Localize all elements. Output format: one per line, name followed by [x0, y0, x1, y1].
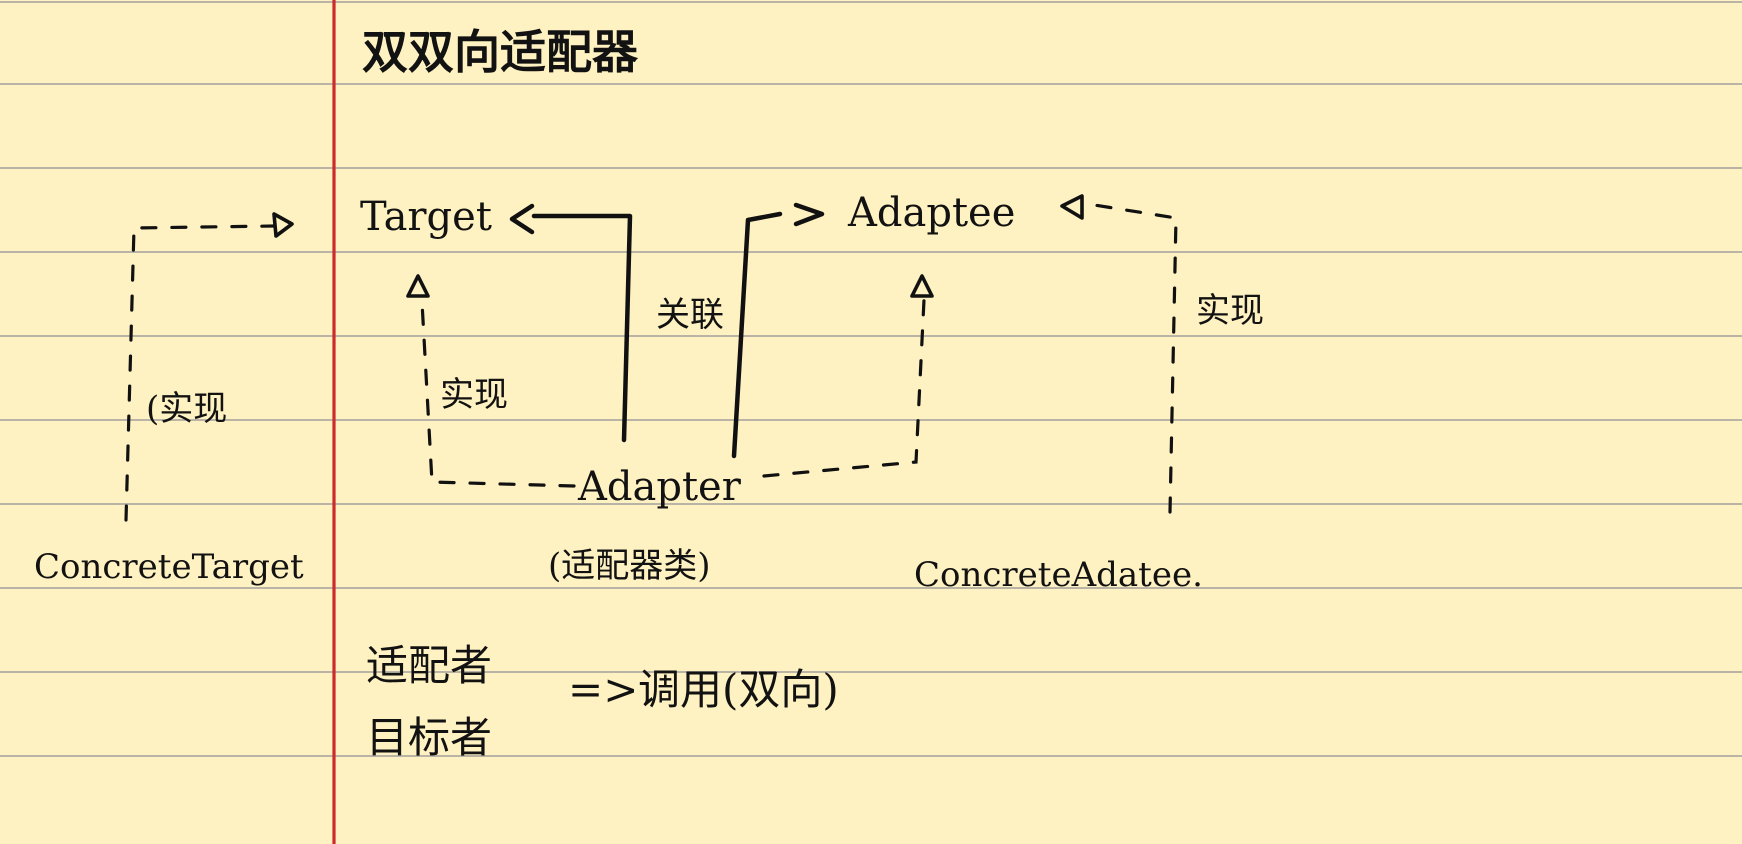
note-arrow: =>: [568, 665, 638, 714]
association-label: 关联: [656, 295, 724, 335]
concrete-adaptee-label: ConcreteAdatee.: [914, 555, 1203, 595]
implements-left-inner-label: 实现: [440, 375, 508, 415]
adapter-label: Adapter: [577, 464, 742, 510]
note-line-2: 目标者: [366, 713, 492, 762]
implements-right-label: 实现: [1196, 291, 1264, 331]
implements-left-outer-label: (实现: [146, 389, 227, 429]
target-label: Target: [360, 194, 492, 240]
adaptee-label: Adaptee: [847, 190, 1015, 236]
note-result: 调用(双向): [638, 665, 839, 714]
concrete-adaptee-implements-adaptee: [1060, 194, 1178, 514]
note-line-1: 适配者: [366, 641, 492, 690]
adapter-implements-adaptee: [762, 274, 934, 478]
adapter-note: (适配器类): [548, 546, 711, 586]
ruled-lines: [0, 1, 1742, 757]
adapter-to-target-association: [509, 203, 633, 443]
page-title: 双双向适配器: [362, 25, 639, 79]
adapter-implements-target: [406, 274, 576, 488]
concrete-target-implements-target: [124, 212, 294, 522]
concrete-target-label: ConcreteTarget: [34, 547, 304, 587]
adapter-to-adaptee-association: [731, 202, 825, 459]
